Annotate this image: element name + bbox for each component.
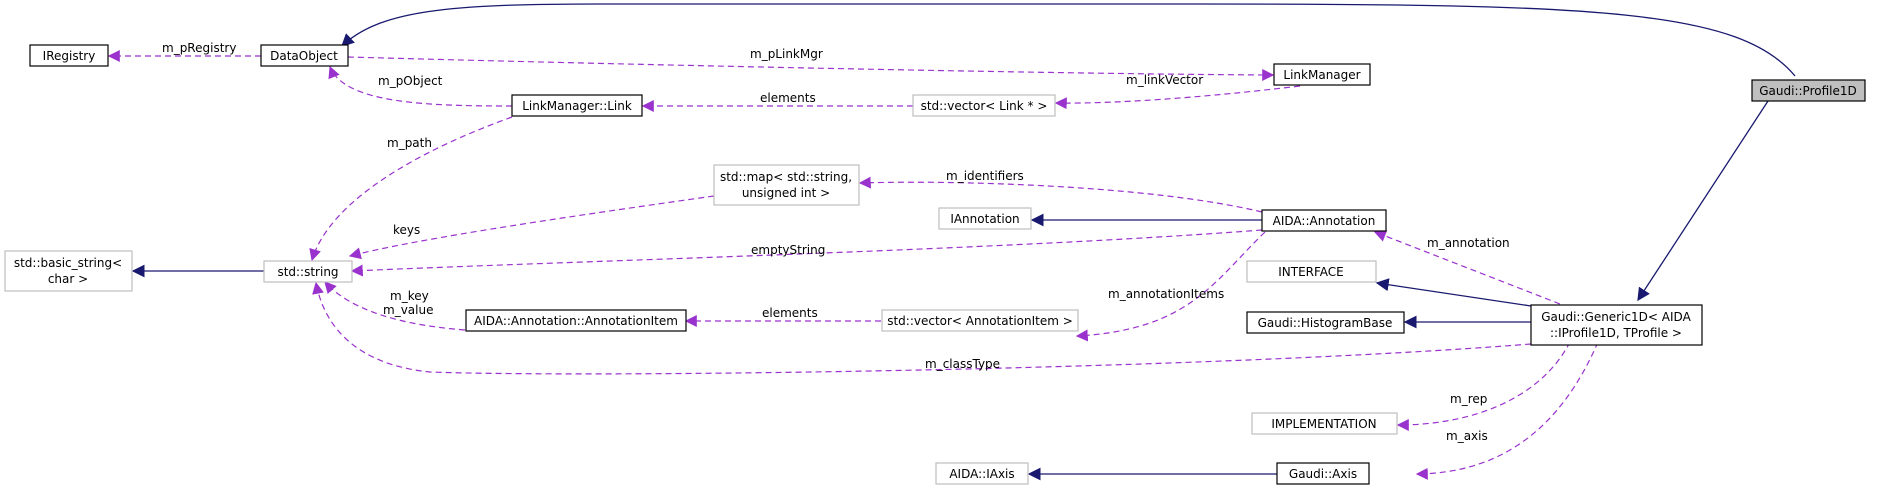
node-label-line2: ::IProfile1D, TProfile > xyxy=(1550,326,1682,340)
edge-annotation-string xyxy=(350,229,1263,277)
label-m-identifiers: m_identifiers xyxy=(946,169,1024,183)
node-interface[interactable]: INTERFACE xyxy=(1246,260,1377,283)
node-label: LinkManager xyxy=(1283,68,1360,82)
node-dataobject[interactable]: DataObject xyxy=(260,44,349,67)
label-m-pobject: m_pObject xyxy=(378,74,443,88)
label-m-path: m_path xyxy=(387,136,432,150)
node-label: LinkManager::Link xyxy=(522,99,632,113)
node-aida-annotation[interactable]: AIDA::Annotation xyxy=(1261,209,1387,232)
node-vector-annotation-item[interactable]: std::vector< AnnotationItem > xyxy=(881,309,1079,332)
node-gaudi-profile1d[interactable]: Gaudi::Profile1D xyxy=(1751,79,1866,102)
edge-link-string xyxy=(309,116,513,262)
node-linkmanager[interactable]: LinkManager xyxy=(1273,63,1371,86)
edge-map-string xyxy=(348,195,715,260)
node-linkmanager-link[interactable]: LinkManager::Link xyxy=(511,94,643,117)
node-basic-string[interactable]: std::basic_string< char > xyxy=(4,250,133,292)
edge-generic1d-axis xyxy=(1415,341,1599,480)
node-label: std::vector< Link * > xyxy=(921,99,1048,113)
node-iregistry[interactable]: IRegistry xyxy=(29,44,109,67)
node-histogrambase[interactable]: Gaudi::HistogramBase xyxy=(1246,311,1405,334)
node-label: std::string xyxy=(277,265,338,279)
edge-profile1d-dataobject xyxy=(341,3,1796,77)
edge-annotation-map xyxy=(858,176,1263,213)
node-label: AIDA::IAxis xyxy=(949,467,1014,481)
label-elements-link: elements xyxy=(760,91,816,105)
node-implementation[interactable]: IMPLEMENTATION xyxy=(1251,412,1398,435)
node-vector-link[interactable]: std::vector< Link * > xyxy=(912,94,1056,117)
edge-annotation-vector-item xyxy=(1075,231,1266,342)
edge-generic1d-annotation xyxy=(1373,230,1561,305)
node-label: std::vector< AnnotationItem > xyxy=(887,314,1073,328)
node-label: IRegistry xyxy=(43,49,96,63)
edge-generic1d-interface xyxy=(1375,278,1532,307)
node-label-line1: std::basic_string< xyxy=(14,256,122,270)
label-m-annotation: m_annotation xyxy=(1427,236,1510,250)
node-iannotation[interactable]: IAnnotation xyxy=(938,207,1032,230)
label-m-linkvector: m_linkVector xyxy=(1126,73,1203,87)
node-label-line2: char > xyxy=(48,272,88,286)
edge-annotationitem-string xyxy=(324,281,466,331)
edge-generic1d-string xyxy=(312,281,1532,375)
node-label: AIDA::Annotation xyxy=(1273,214,1376,228)
node-label: AIDA::Annotation::AnnotationItem xyxy=(474,314,678,328)
label-elements-item: elements xyxy=(762,306,818,320)
node-label-line1: std::map< std::string, xyxy=(720,170,852,184)
edge-link-dataobject xyxy=(328,65,513,107)
label-m-rep: m_rep xyxy=(1450,392,1487,406)
node-label: Gaudi::Profile1D xyxy=(1759,84,1856,98)
node-label: IAnnotation xyxy=(950,212,1019,226)
node-label-line1: Gaudi::Generic1D< AIDA xyxy=(1541,310,1691,324)
node-label-line2: unsigned int > xyxy=(742,186,830,200)
node-label: DataObject xyxy=(270,49,338,63)
label-m-classtype: m_classType xyxy=(925,357,1000,371)
node-gaudi-axis[interactable]: Gaudi::Axis xyxy=(1276,462,1370,485)
edge-dataobject-linkmanager xyxy=(347,56,1275,81)
edge-linkmanager-vector xyxy=(1054,85,1301,110)
label-m-pregistry: m_pRegistry xyxy=(162,41,236,55)
label-keys: keys xyxy=(393,223,420,237)
node-label: Gaudi::Axis xyxy=(1289,467,1357,481)
edge-profile1d-generic1d xyxy=(1637,100,1769,302)
node-annotation-item[interactable]: AIDA::Annotation::AnnotationItem xyxy=(465,309,687,332)
node-generic1d[interactable]: Gaudi::Generic1D< AIDA ::IProfile1D, TPr… xyxy=(1530,304,1703,346)
node-map-string-uint[interactable]: std::map< std::string, unsigned int > xyxy=(713,164,860,206)
label-m-key: m_key xyxy=(390,289,429,303)
label-m-value: m_value xyxy=(383,303,433,317)
label-m-annotationitems: m_annotationItems xyxy=(1108,287,1224,301)
node-std-string[interactable]: std::string xyxy=(263,260,353,283)
label-m-axis: m_axis xyxy=(1446,429,1488,443)
edge-generic1d-implementation xyxy=(1396,341,1571,431)
node-label: IMPLEMENTATION xyxy=(1271,417,1376,431)
label-emptystring: emptyString xyxy=(751,243,825,257)
node-label: Gaudi::HistogramBase xyxy=(1258,316,1393,330)
label-m-plinkmgr: m_pLinkMgr xyxy=(750,47,823,61)
node-label: INTERFACE xyxy=(1278,265,1344,279)
node-aida-iaxis[interactable]: AIDA::IAxis xyxy=(935,462,1029,485)
